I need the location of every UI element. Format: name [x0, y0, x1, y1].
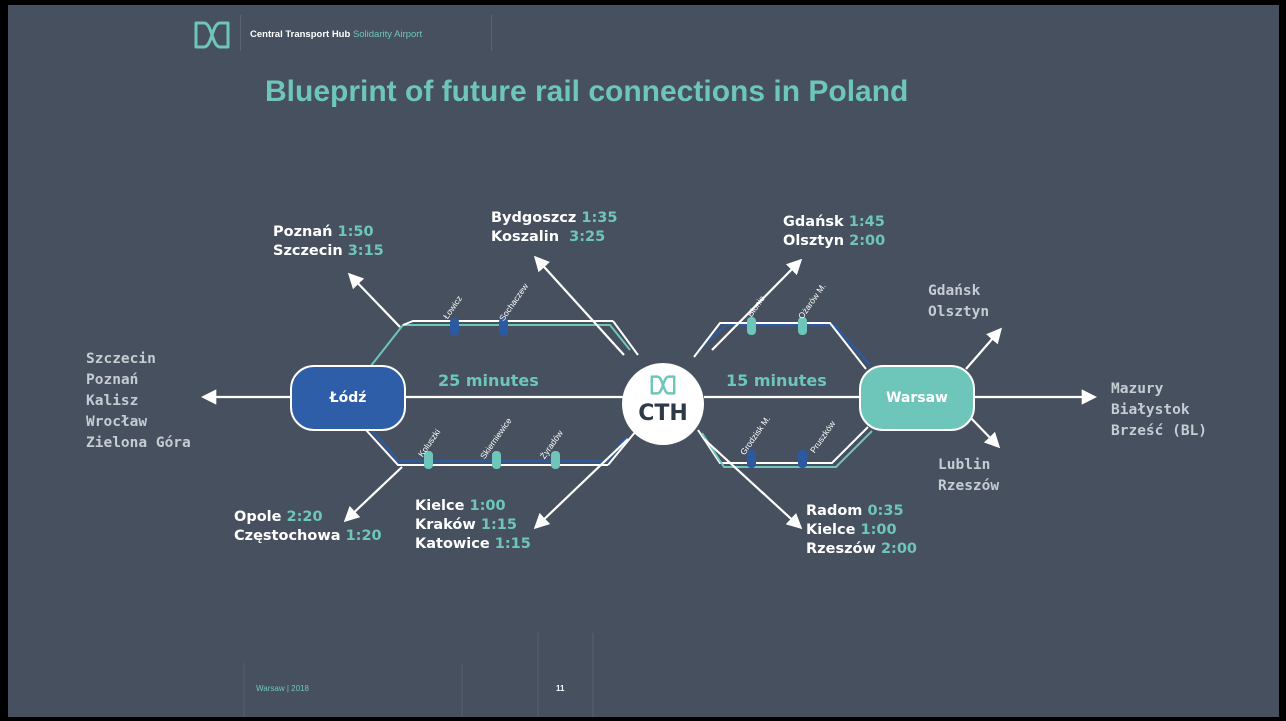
lodz-node: Łódź: [290, 365, 406, 431]
org-suffix: Solidarity Airport: [352, 29, 423, 40]
track-upper-right-blue: [697, 323, 871, 366]
arrow-poznan: [347, 272, 401, 328]
destination-row: Kielce 1:00: [806, 522, 897, 538]
destination-row: Katowice 1:15: [415, 536, 531, 552]
header-divider: [240, 15, 241, 51]
cth-label: CTH: [638, 401, 688, 426]
destination-group-bydgoszcz: Bydgoszcz 1:35 Koszalin 3:25: [491, 209, 617, 247]
arrow-bydgoszcz: [533, 255, 625, 356]
arrow-lublin: [967, 414, 1001, 449]
destination-row: Radom 0:35: [806, 503, 904, 519]
footer-place-year: Warsaw | 2018: [256, 684, 309, 693]
destination-row: Kraków 1:15: [415, 517, 517, 533]
station-ozarow-marker: [798, 317, 807, 335]
cth-hub: CTH: [622, 363, 704, 445]
destination-row: Koszalin 3:25: [491, 229, 606, 245]
page-number: 11: [556, 684, 565, 693]
station-skierniewice-marker: [492, 451, 501, 469]
station-grodzisk-marker: [747, 450, 756, 468]
lodz-label: Łódź: [329, 390, 367, 406]
travel-time-lodz: 25 minutes: [438, 371, 539, 390]
destination-row: Bydgoszcz 1:35: [491, 210, 618, 226]
far-destinations-north-east: Gdańsk Olsztyn: [928, 283, 990, 320]
rail-diagram: [200, 255, 1098, 717]
track-upper-right-white: [693, 322, 867, 370]
org-name: Central Transport Hub Solidarity Airport: [250, 29, 423, 40]
destination-group-opole: Opole 2:20 Częstochowa 1:20: [234, 508, 382, 546]
far-destinations-east: Mazury Białystok Brześć (BL): [1111, 381, 1208, 439]
far-destinations-west: Szczecin Poznań Kalisz Wrocław Zielona G…: [86, 351, 191, 451]
arrow-gdansk-far: [965, 327, 1003, 370]
destination-group-kielce: Kielce 1:00 Kraków 1:15 Katowice 1:15: [415, 497, 531, 554]
destination-row: Częstochowa 1:20: [234, 528, 382, 544]
track-lower-left-white: [365, 429, 608, 466]
station-blonie-marker: [747, 317, 756, 335]
track-lower-right-teal: [701, 430, 873, 468]
station-lowicz-marker: [450, 318, 459, 336]
header-divider-right: [491, 15, 492, 51]
station-pruszkow-marker: [798, 450, 807, 468]
destination-row: Kielce 1:00: [415, 498, 506, 514]
warsaw-label: Warsaw: [885, 390, 948, 406]
destination-row: Opole 2:20: [234, 509, 323, 525]
page-title: Blueprint of future rail connections in …: [265, 75, 909, 108]
track-upper-left-white-end: [612, 320, 639, 356]
warsaw-node: Warsaw: [859, 365, 975, 431]
track-lower-left-white-end: [607, 430, 637, 466]
destination-row: Poznań 1:50: [273, 224, 374, 240]
station-koluszki-marker: [424, 451, 433, 469]
far-destinations-south-east: Lublin Rzeszów: [938, 457, 1000, 494]
travel-time-warsaw: 15 minutes: [726, 371, 827, 390]
track-upper-left-white: [402, 320, 613, 326]
destination-row: Olsztyn 2:00: [783, 233, 886, 249]
arrow-kielce: [533, 438, 629, 530]
destination-group-poznan: Poznań 1:50 Szczecin 3:15: [273, 223, 384, 261]
track-lower-right-white: [697, 426, 869, 464]
arrow-opole: [343, 466, 403, 523]
destination-row: Rzeszów 2:00: [806, 541, 918, 557]
arrow-gdansk: [711, 258, 803, 351]
arrow-radom: [703, 438, 803, 530]
station-zyradow-marker: [551, 451, 560, 469]
slide-panel: Central Transport Hub Solidarity Airport…: [8, 5, 1279, 717]
cth-hub-logo-icon: [650, 375, 676, 395]
cth-loop-logo-icon: [194, 21, 230, 49]
destination-row: Szczecin 3:15: [273, 243, 384, 259]
destination-group-gdansk: Gdańsk 1:45 Olsztyn 2:00: [783, 213, 885, 251]
destination-group-radom: Radom 0:35 Kielce 1:00 Rzeszów 2:00: [806, 502, 917, 559]
station-sochaczew-marker: [499, 318, 508, 336]
destination-row: Gdańsk 1:45: [783, 214, 885, 230]
